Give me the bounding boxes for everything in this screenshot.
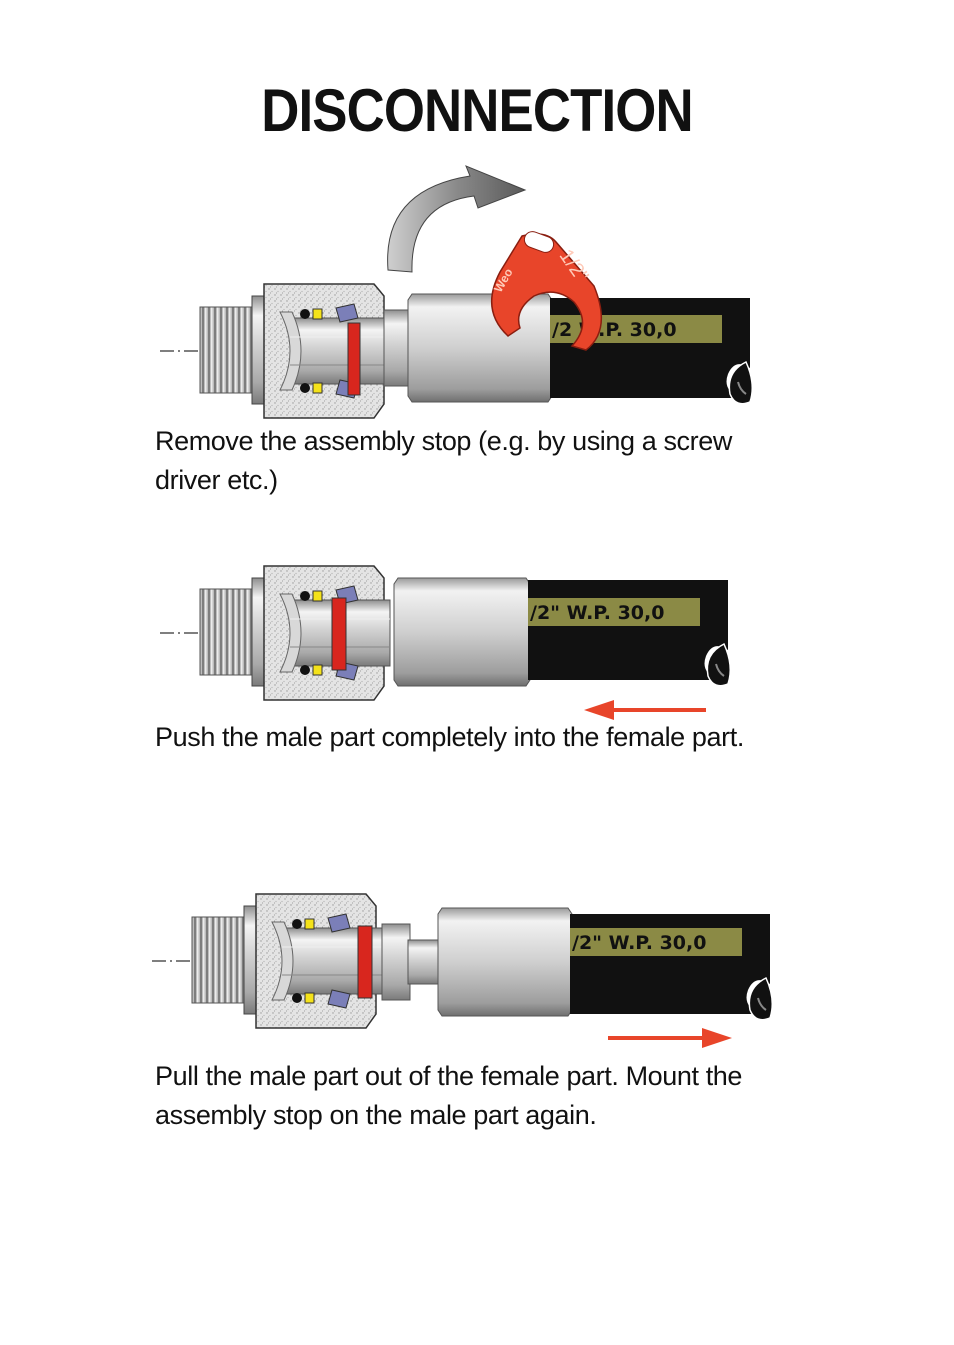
assembly-stop-ring bbox=[347, 322, 361, 396]
hose-print: /2" W.P. 30,0 bbox=[530, 602, 664, 624]
step-3-illustration: /2" W.P. 30,0 bbox=[151, 893, 774, 1048]
step-1-illustration: /2 W.P. 30,0 Weo 1/2" bbox=[159, 165, 754, 419]
assembly-stop-ring bbox=[357, 925, 373, 999]
pull-arrow-icon bbox=[608, 1028, 732, 1048]
hose-print: /2 W.P. 30,0 bbox=[552, 319, 677, 341]
step-2-illustration: /2" W.P. 30,0 bbox=[159, 565, 732, 720]
step-2-caption: Push the male part completely into the f… bbox=[155, 722, 744, 752]
push-arrow-icon bbox=[584, 700, 706, 720]
rotation-arrow-icon bbox=[387, 165, 527, 273]
step-1-caption: Remove the assembly stop (e.g. by using … bbox=[155, 426, 732, 495]
assembly-stop-ring bbox=[331, 597, 347, 671]
step-3-caption: Pull the male part out of the female par… bbox=[155, 1061, 743, 1130]
hose-print: /2" W.P. 30,0 bbox=[572, 932, 706, 954]
page-title: DISCONNECTION bbox=[261, 77, 693, 144]
